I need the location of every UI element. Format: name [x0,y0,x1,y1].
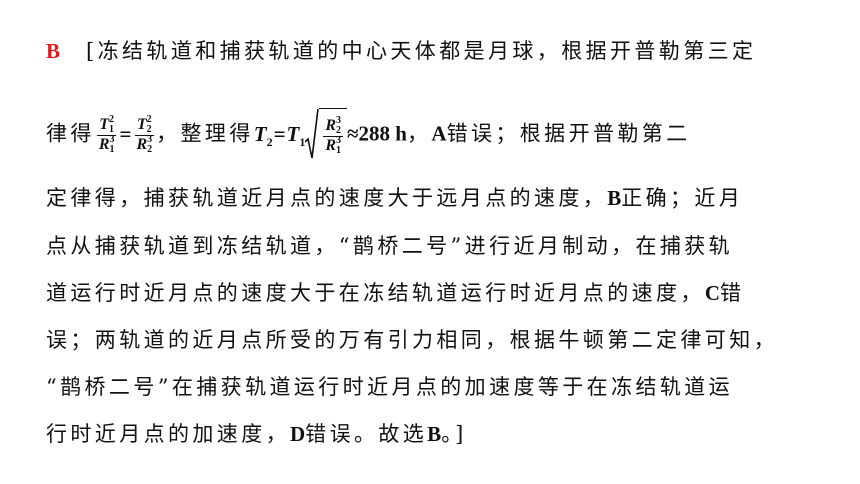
line-8-text-a: 行时近月点的加速度， [46,422,290,446]
t2-variable: T2 [253,121,273,149]
final-answer-letter: B [427,422,442,446]
text-line-1: B [冻结轨道和捕获轨道的中心天体都是月球，根据开普勒第三定 [46,41,756,62]
text-line-2-formula: 律得 T21 R31 = T22 R32 ，整理得T2=T1 R32 R31 ≈… [46,108,691,162]
text-line-4: 点从捕获轨道到冻结轨道，“鹊桥二号”进行近月制动，在捕获轨 [46,236,733,257]
option-d-letter: D [290,422,306,446]
line-6-text: 误；两轨道的近月点所受的万有引力相同，根据牛顿第二定律可知， [46,328,778,352]
line-1-text: [冻结轨道和捕获轨道的中心天体都是月球，根据开普勒第三定 [86,39,757,63]
text-line-5: 道运行时近月点的速度大于在冻结轨道运行时近月点的速度，C错 [46,283,744,304]
fraction-t2-r2: T22 R32 [134,113,154,155]
line-5-text-a: 道运行时近月点的速度大于在冻结轨道运行时近月点的速度， [46,281,705,305]
square-root: R32 R31 [305,108,348,162]
fraction-r2-r1: R32 R31 [323,114,344,156]
radical-sign-icon [305,108,320,162]
option-c-letter: C [704,281,720,305]
option-a-letter: A [431,121,447,146]
equals-sign-2: = [273,121,286,146]
t1-variable: T1 [286,121,306,149]
line-7-text: “鹊桥二号”在捕获轨道运行时近月点的加速度等于在冻结轨道运 [46,375,734,399]
option-b-letter: B [607,186,622,210]
text-line-8: 行时近月点的加速度，D错误。故选B。] [46,424,467,445]
line-3-text-b: 正确；近月 [621,186,744,210]
answer-letter: B [46,39,61,63]
text-line-7: “鹊桥二号”在捕获轨道运行时近月点的加速度等于在冻结轨道运 [46,377,733,398]
equals-sign: = [119,121,132,146]
line-8-text-c: 。] [441,422,467,446]
formula-lead: 律得 [46,121,95,146]
line-5-text-b: 错 [719,281,745,305]
line-4-text: 点从捕获轨道到冻结轨道，“鹊桥二号”进行近月制动，在捕获轨 [46,234,734,258]
text-line-3: 定律得，捕获轨道近月点的速度大于远月点的速度，B正确；近月 [46,188,743,209]
approx-value: ≈288 h [347,121,407,146]
line-8-text-b: 错误。故选 [305,422,428,446]
line-2-rest-b: 错误；根据开普勒第二 [446,121,691,146]
line-2-rest-a: ， [407,121,432,146]
formula-mid-text: ，整理得 [156,121,254,146]
line-3-text-a: 定律得，捕获轨道近月点的速度大于远月点的速度， [46,186,608,210]
text-line-6: 误；两轨道的近月点所受的万有引力相同，根据牛顿第二定律可知， [46,330,778,351]
fraction-t1-r1: T21 R31 [97,113,117,155]
